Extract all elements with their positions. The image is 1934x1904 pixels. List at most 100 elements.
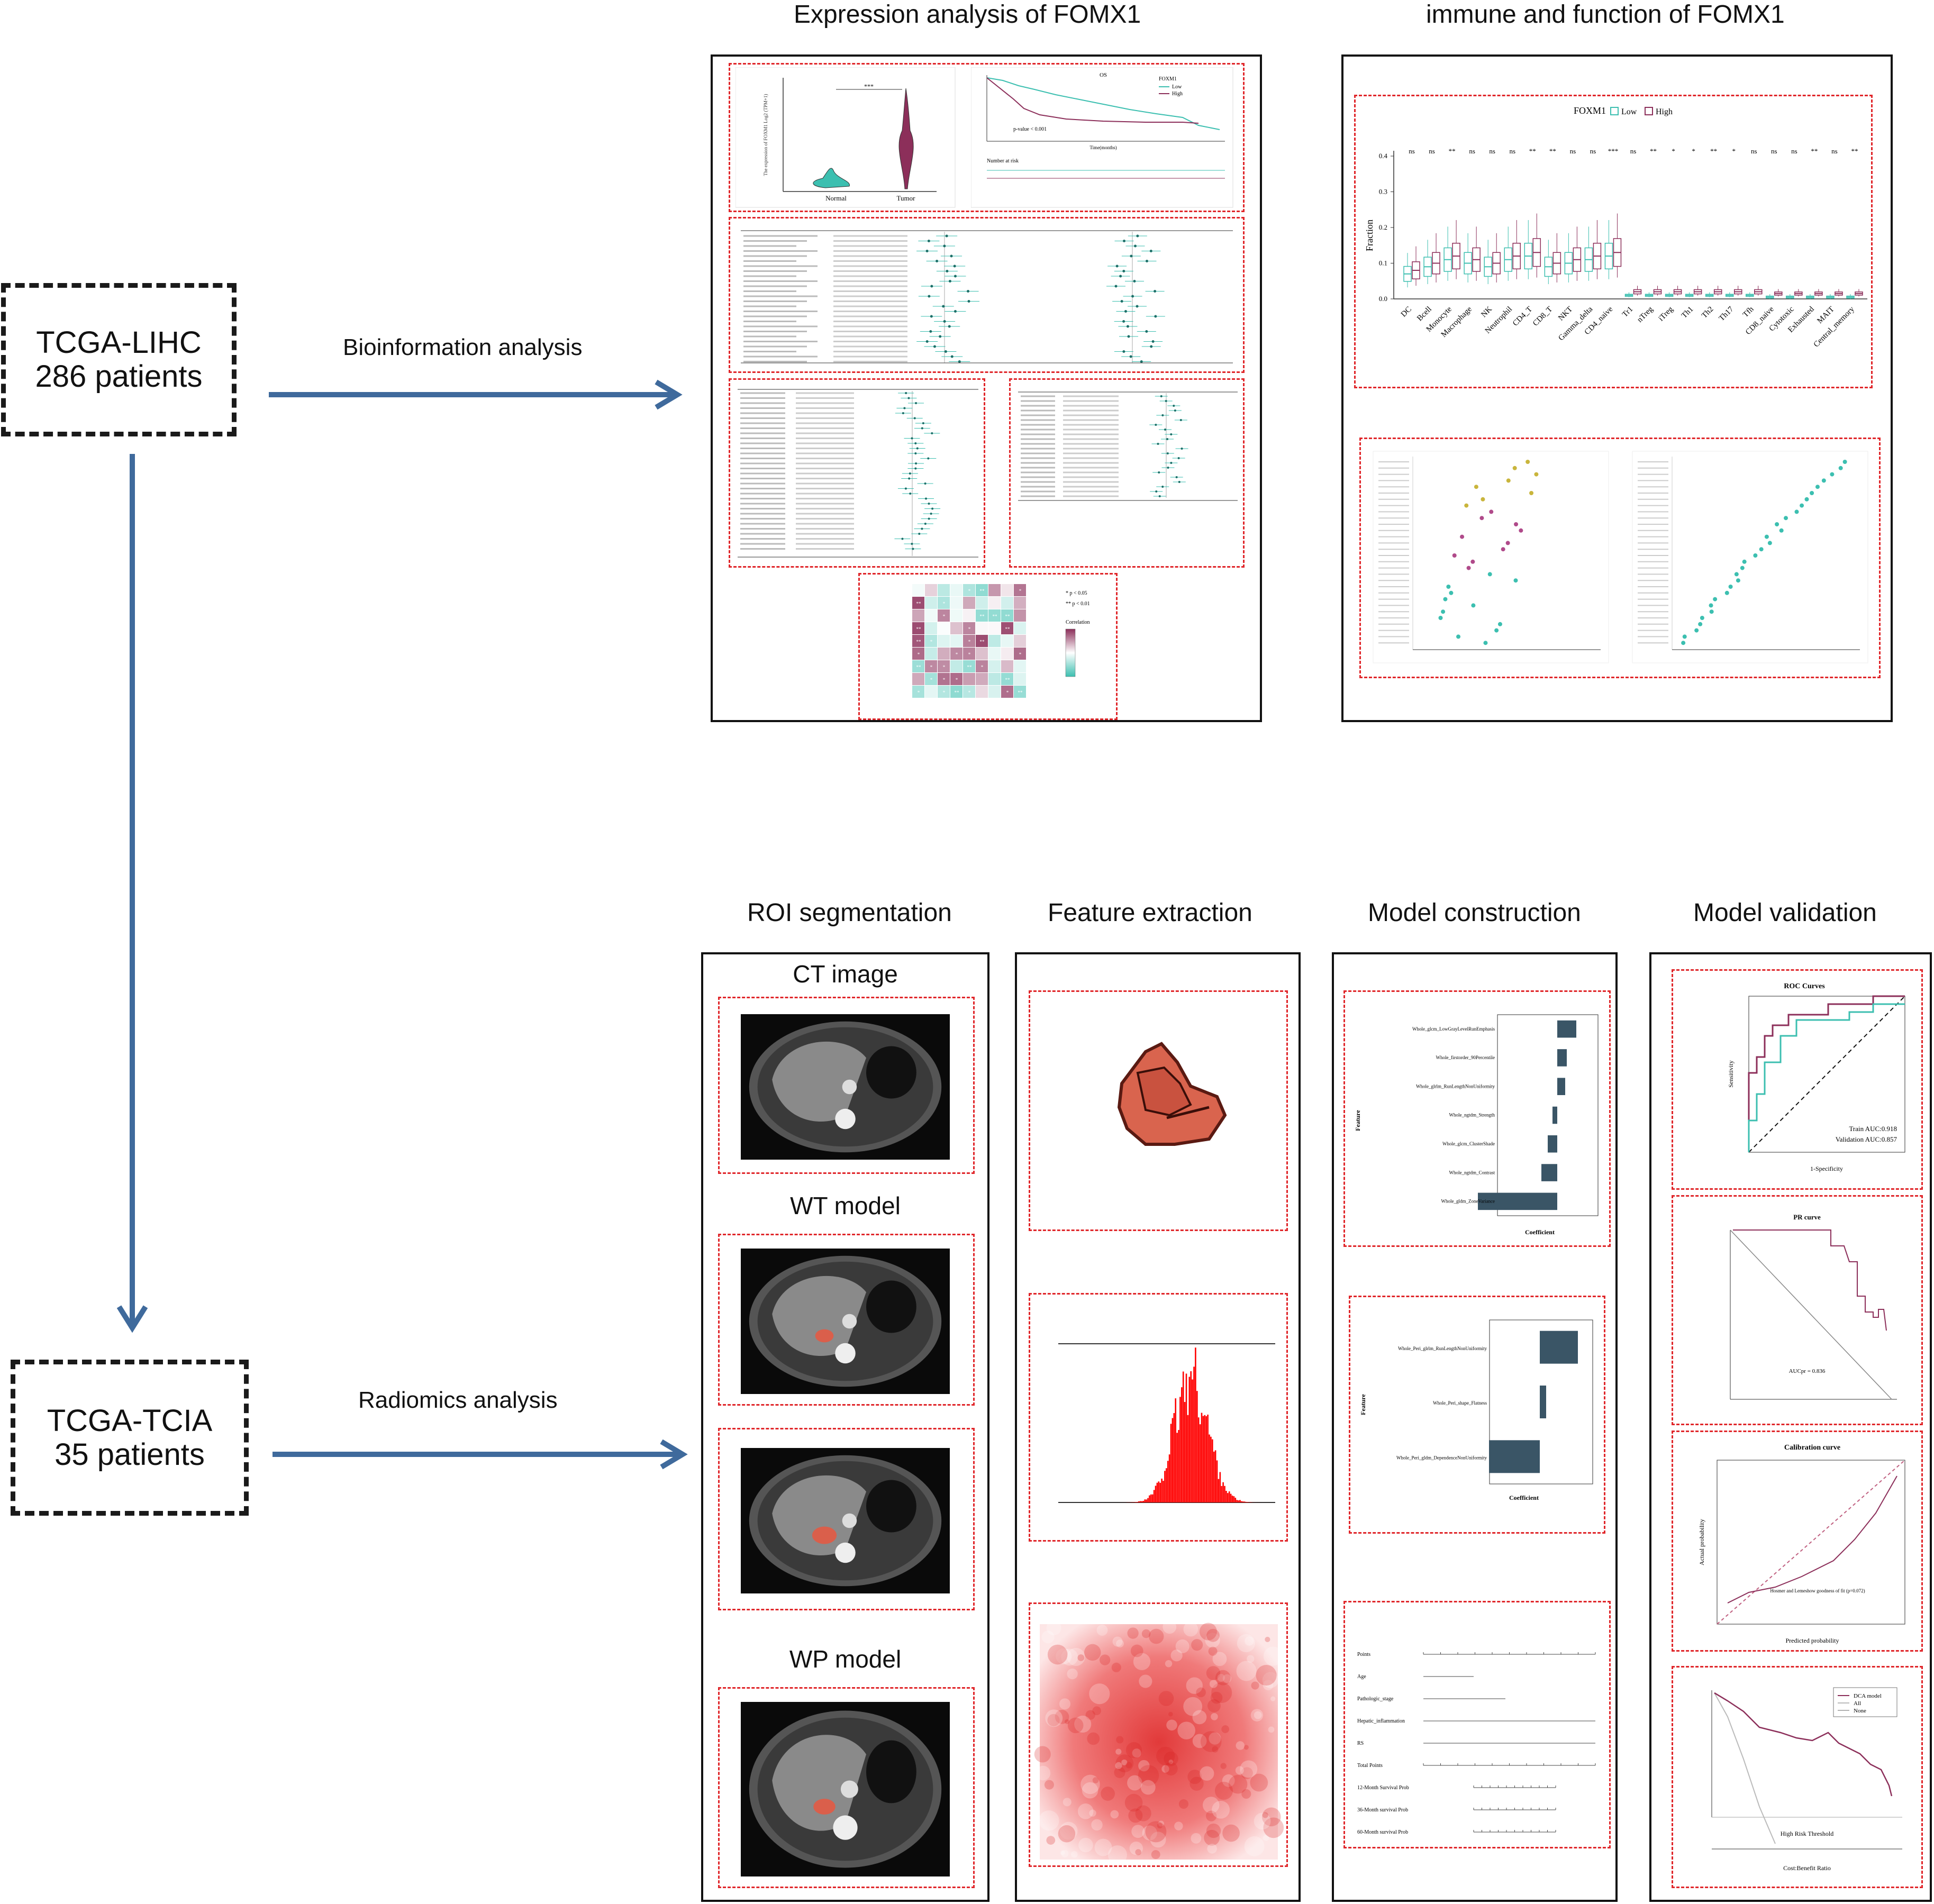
enrichment-svg [1373,451,1868,663]
immune-cell-label: Th2 [1700,305,1715,320]
immune-sig-label: ns [1469,147,1475,155]
nomogram-row-label: Hepatic_inflammation [1357,1718,1405,1724]
km-title: OS [1100,72,1107,78]
immune-cell-label: NK [1479,305,1494,319]
cox-point [1126,325,1129,328]
cox-point [944,350,947,353]
arrow-label-bioinformation: Bioinformation analysis [343,334,583,360]
enrich-dot [1784,516,1788,521]
texture-spot [1210,1691,1223,1704]
cox-point [1146,260,1149,262]
texture-spot [1115,1754,1134,1773]
histogram-bar [1166,1468,1167,1502]
cox-point [1114,285,1118,288]
histogram-bar [1139,1501,1141,1502]
texture-spot [1085,1710,1095,1720]
correlation-heatmap: ****************************************… [858,573,1118,720]
cox-left-point [909,493,912,495]
heatmap-cell [950,635,963,647]
heatmap-star: ** [1005,626,1011,632]
heatmap-legend-p1: * p < 0.05 [1066,590,1087,596]
km-pvalue: p-value < 0.001 [1013,126,1047,132]
histogram-bar [1212,1439,1213,1502]
texture-spot [1211,1682,1232,1703]
texture-spot [1082,1782,1098,1799]
enrich-dot [1534,472,1539,477]
heatmap-star: ** [916,664,922,670]
texture-spot [1125,1742,1142,1759]
enrich-dot [1804,497,1809,502]
texture-spot [1174,1821,1183,1830]
enrich-dot [1443,597,1448,602]
violin-plot: The expression of FOXM1 Log2 (TPM+1) ***… [736,67,956,208]
roc-xlabel: 1-Specificity [1810,1165,1843,1172]
immune-sig-label: ns [1429,147,1435,155]
texture-spot [1263,1835,1269,1841]
lasso-feature-label: Whole_ngtdm_Strength [1449,1113,1495,1118]
lasso-feature-label: Whole_glcm_ClusterShade [1442,1141,1495,1146]
texture-spot [1145,1821,1167,1843]
lasso-frame [1497,1014,1599,1216]
immune-cell-label: CD4_T [1511,305,1534,328]
cox-point [928,295,931,298]
heatmap-star: * [918,690,920,695]
dca-legend-none: None [1854,1708,1866,1714]
texture-spot [1268,1726,1275,1733]
heatmap-star: * [943,614,946,619]
enrich-dot [1470,559,1475,564]
arrow-tcia-to-radio-head [660,1439,688,1470]
ct-liver [772,1475,866,1556]
immune-cell-label: Th1 [1680,305,1695,320]
enrich-dot [1512,466,1517,470]
heatmap-cell [925,622,937,634]
cox-point [1151,340,1155,343]
texture-spot [1099,1654,1111,1665]
heatmap-cell [938,597,950,609]
heatmap-cell [963,635,975,647]
immune-sig-label: ** [1650,147,1657,155]
cox-right-point [1166,438,1169,440]
heatmap-cell [988,673,1001,685]
texture-spot [1139,1674,1152,1688]
texture-spot [1111,1662,1121,1672]
feature-histogram [1058,1343,1275,1503]
roc-train-auc: Train AUC:0.918 [1849,1125,1897,1133]
cox-left-point [922,422,924,424]
histogram-bar [1234,1498,1237,1502]
cox-point [1122,350,1125,353]
texture-spot [1212,1746,1219,1753]
texture-spot [1065,1719,1070,1724]
texture-spot [1245,1636,1254,1646]
texture-spot [1138,1765,1159,1786]
immune-sig-label: ns [1771,147,1777,155]
heatmap-cell [938,622,950,634]
roi-wp-frame [718,1687,975,1888]
texture-spot [1135,1849,1141,1855]
enrich-dot [1497,622,1502,626]
texture-spot [1170,1650,1183,1662]
immune-sig-label: * [1732,147,1736,155]
lasso-feature-label: Whole_ngtdm_Contrast [1449,1170,1495,1175]
heatmap-star: ** [1005,677,1011,682]
heading-immune: immune and function of FOMX1 [1426,1,1785,29]
histogram-bar [1150,1494,1152,1502]
roi-ct-label: CT image [793,960,898,988]
texture-spot [1190,1777,1204,1791]
texture-spot [1125,1762,1132,1769]
cox-right-point [1166,452,1169,454]
histogram-bar [1181,1387,1183,1502]
heatmap-cell [912,622,924,634]
heatmap-cell [938,584,950,596]
nomogram-row-label: 36-Month survival Prob [1357,1807,1408,1813]
enrich-dot [1449,590,1454,595]
enrich-dot [1682,634,1687,639]
texture-spot [1096,1625,1108,1636]
heatmap-cell [938,609,950,622]
texture-spot [1115,1762,1122,1769]
texture-spot [1200,1731,1222,1752]
cox-right-point [1157,443,1159,445]
km-legend-low: Low [1172,84,1182,90]
immune-legend-low: Low [1621,107,1637,116]
enrich-dot [1838,466,1843,470]
